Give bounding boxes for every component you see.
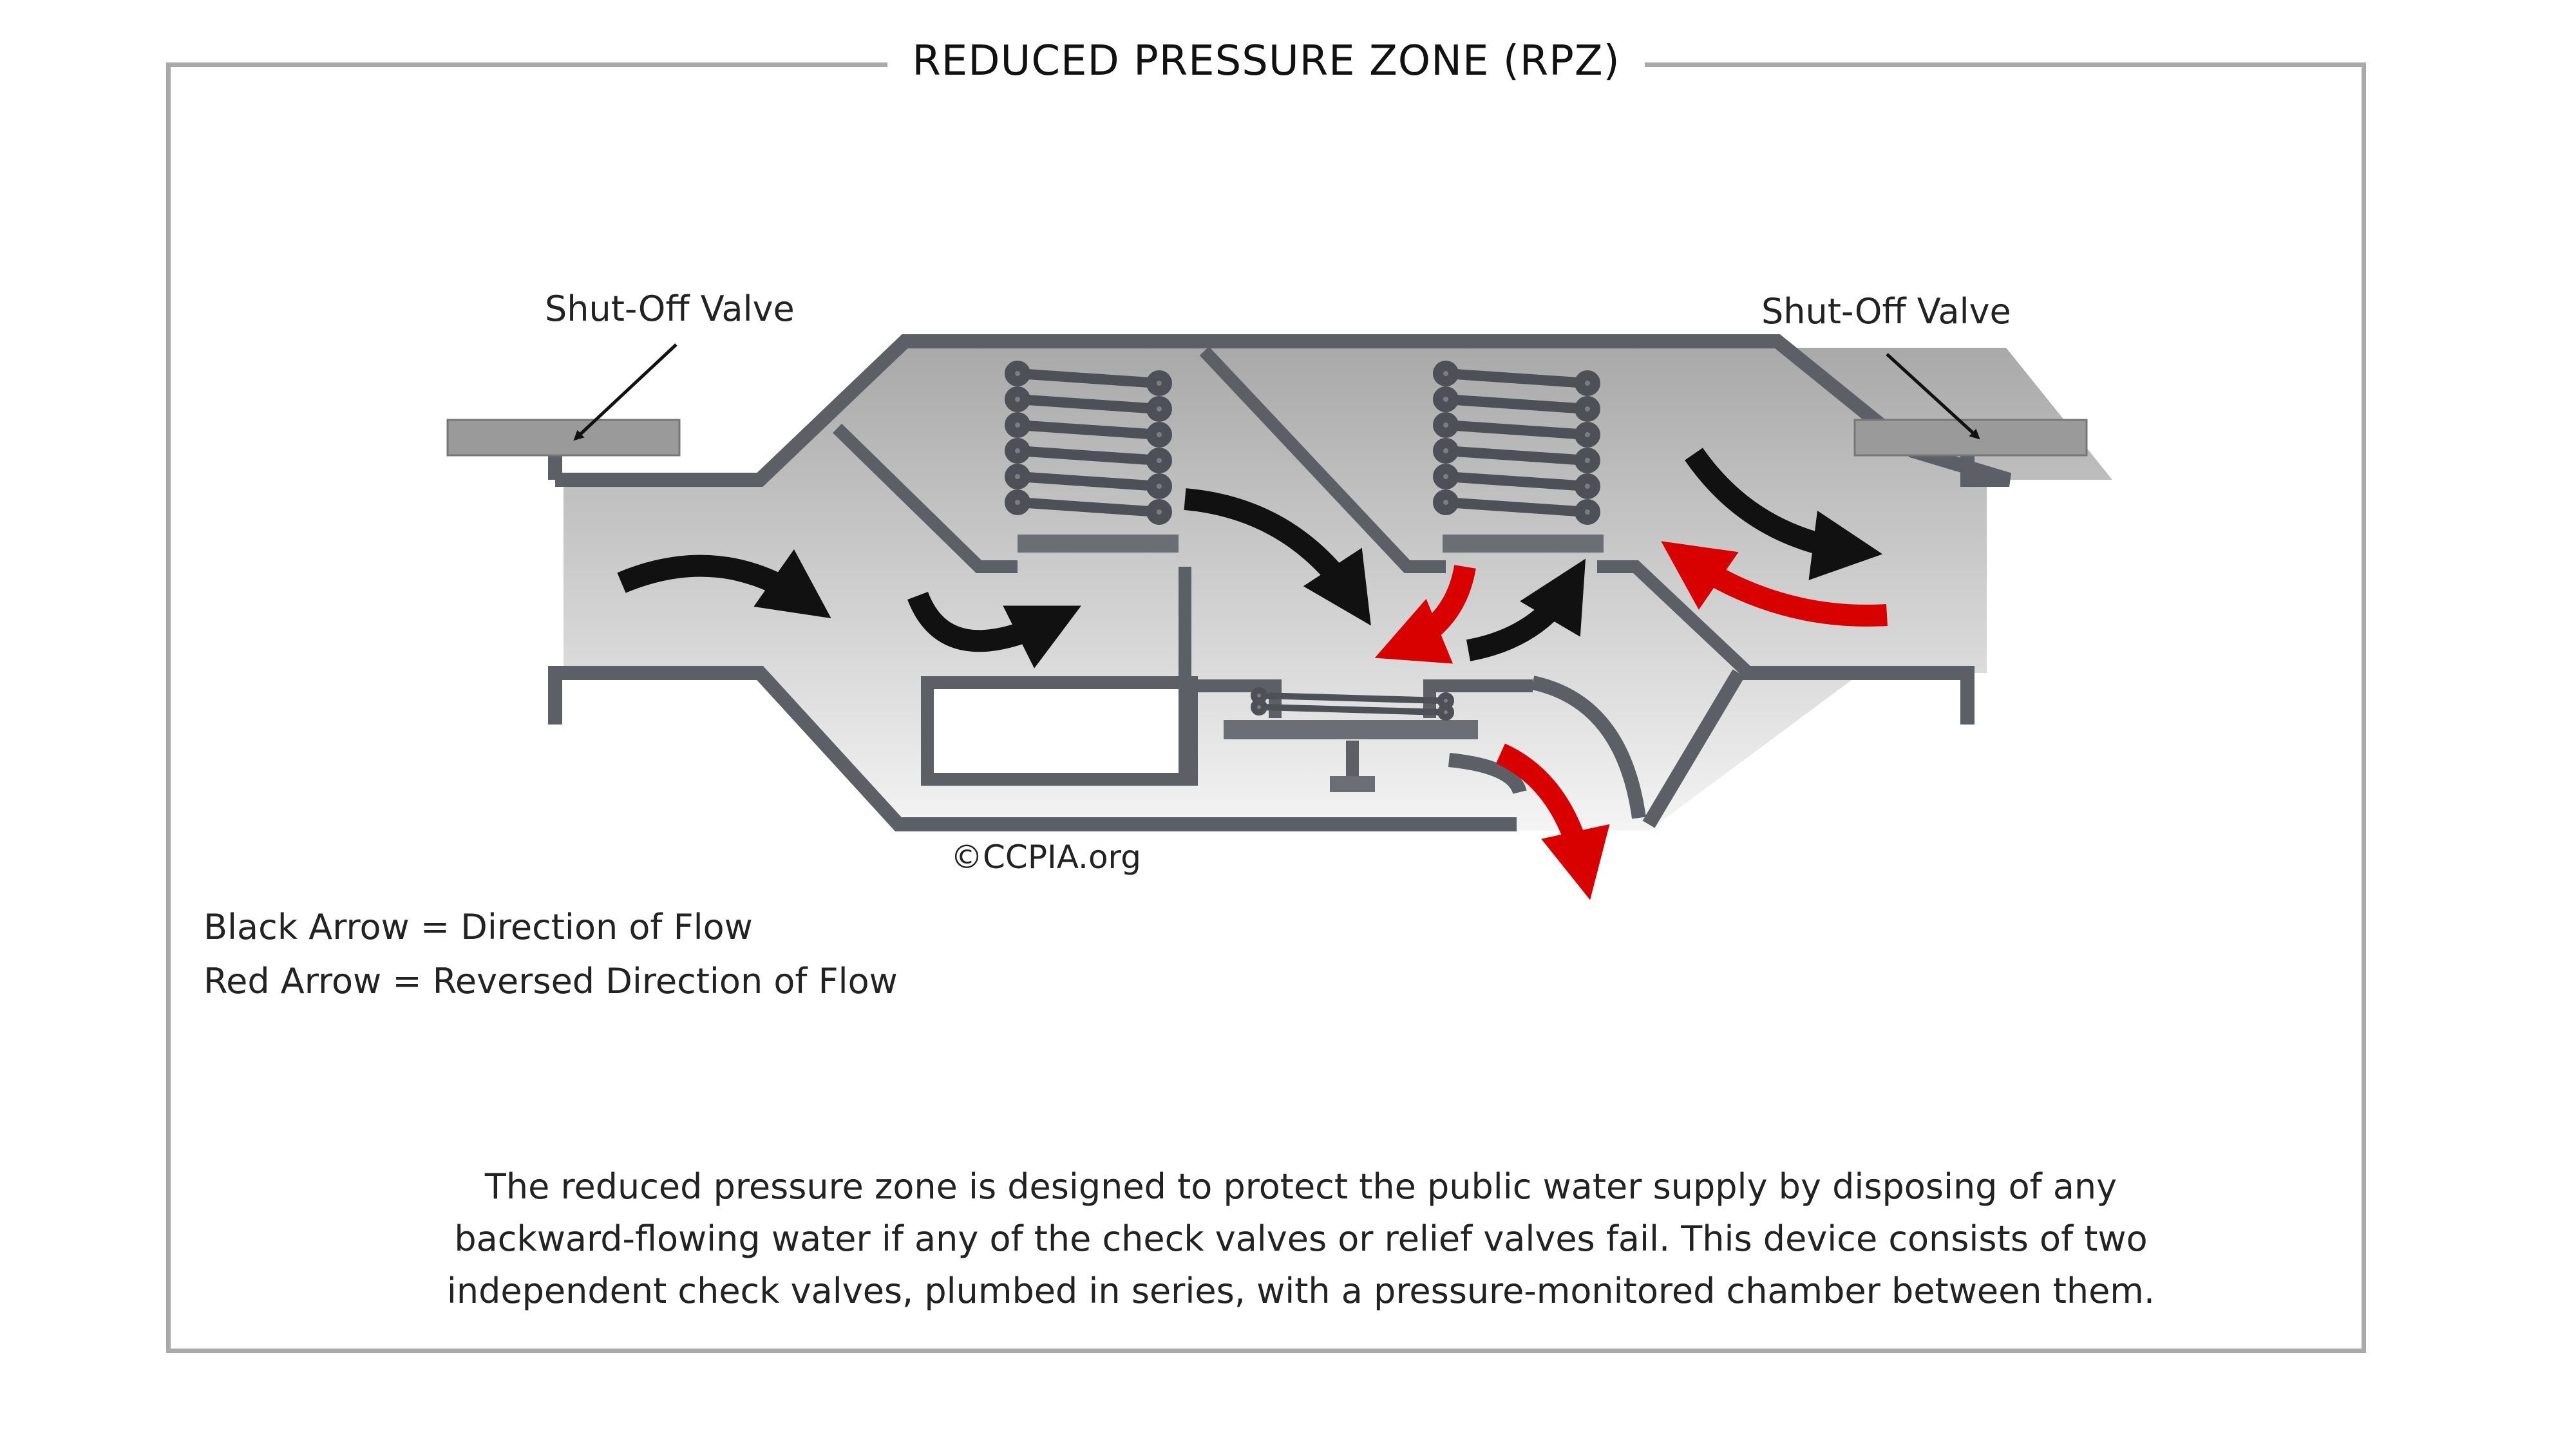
legend: Black Arrow = Direction of Flow Red Arro…: [204, 900, 898, 1009]
check-valve-1: [833, 423, 1179, 573]
valve-body-walls: [548, 334, 2012, 831]
spring-1: [1005, 361, 1172, 525]
legend-red-arrow: Red Arrow = Reversed Direction of Flow: [204, 961, 898, 1001]
reverse-arrow-check2: [1374, 564, 1476, 664]
diagram-title: REDUCED PRESSURE ZONE (RPZ): [0, 37, 2532, 85]
copyright-label: ©CCPIA.org: [951, 838, 1141, 876]
shutoff-left-pointer: [573, 343, 677, 441]
shutoff-valve-left-label: Shut-Off Valve: [545, 289, 795, 329]
caption-line: The reduced pressure zone is designed to…: [484, 1166, 2117, 1207]
reverse-flow-arrows: [1374, 541, 1888, 900]
flow-arrow-inlet: [617, 549, 831, 619]
flow-arrow-between: [1184, 488, 1371, 626]
legend-black-arrow: Black Arrow = Direction of Flow: [204, 907, 753, 947]
description-caption: The reduced pressure zone is designed to…: [361, 1160, 2241, 1317]
flow-arrow-outlet: [1685, 448, 1883, 580]
shutoff-right-pointer: [1886, 353, 1980, 440]
shutoff-valve-right: [1853, 419, 2088, 457]
flow-arrow-relief-up: [1466, 558, 1586, 661]
relief-valve-assembly: [921, 567, 1533, 792]
flow-arrow-check1: [907, 591, 1081, 668]
shutoff-valve-right-label: Shut-Off Valve: [1761, 291, 2011, 332]
check-valve-2: [1199, 346, 1753, 678]
shutoff-valve-left: [446, 419, 681, 457]
caption-line: backward-flowing water if any of the che…: [454, 1218, 2148, 1259]
caption-line: independent check valves, plumbed in ser…: [446, 1271, 2155, 1311]
flow-arrows: [617, 448, 1883, 668]
reverse-arrow-outlet: [1661, 541, 1888, 627]
spring-2: [1433, 361, 1600, 525]
reverse-arrow-discharge: [1495, 743, 1610, 900]
relief-spring: [1251, 687, 1454, 721]
